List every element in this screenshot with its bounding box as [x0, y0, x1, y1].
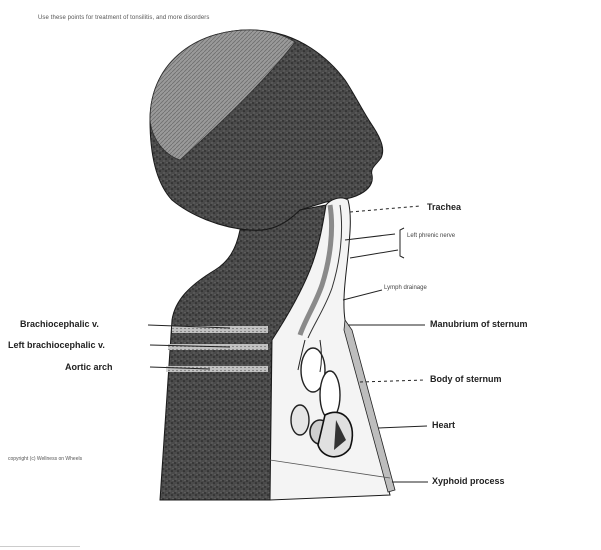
label-manubrium: Manubrium of sternum — [430, 320, 528, 329]
label-heart: Heart — [432, 421, 455, 430]
label-aortic-arch: Aortic arch — [65, 363, 113, 372]
bottom-divider — [0, 546, 80, 547]
label-body-of-sternum: Body of sternum — [430, 375, 502, 384]
label-trachea: Trachea — [427, 203, 461, 212]
copyright-notice: copyright (c) Wellness on Wheels — [8, 457, 82, 462]
label-left-phrenic-nerve: Left phrenic nerve — [407, 233, 467, 239]
label-brachiocephalic-v: Brachiocephalic v. — [20, 320, 99, 329]
label-left-brachiocephalic-v: Left brachiocephalic v. — [8, 341, 105, 350]
figure-caption: Use these points for treatment of tonsil… — [38, 15, 209, 21]
label-xiphoid-process: Xyphoid process — [432, 477, 505, 486]
label-lymph-drainage: Lymph drainage — [384, 285, 427, 291]
